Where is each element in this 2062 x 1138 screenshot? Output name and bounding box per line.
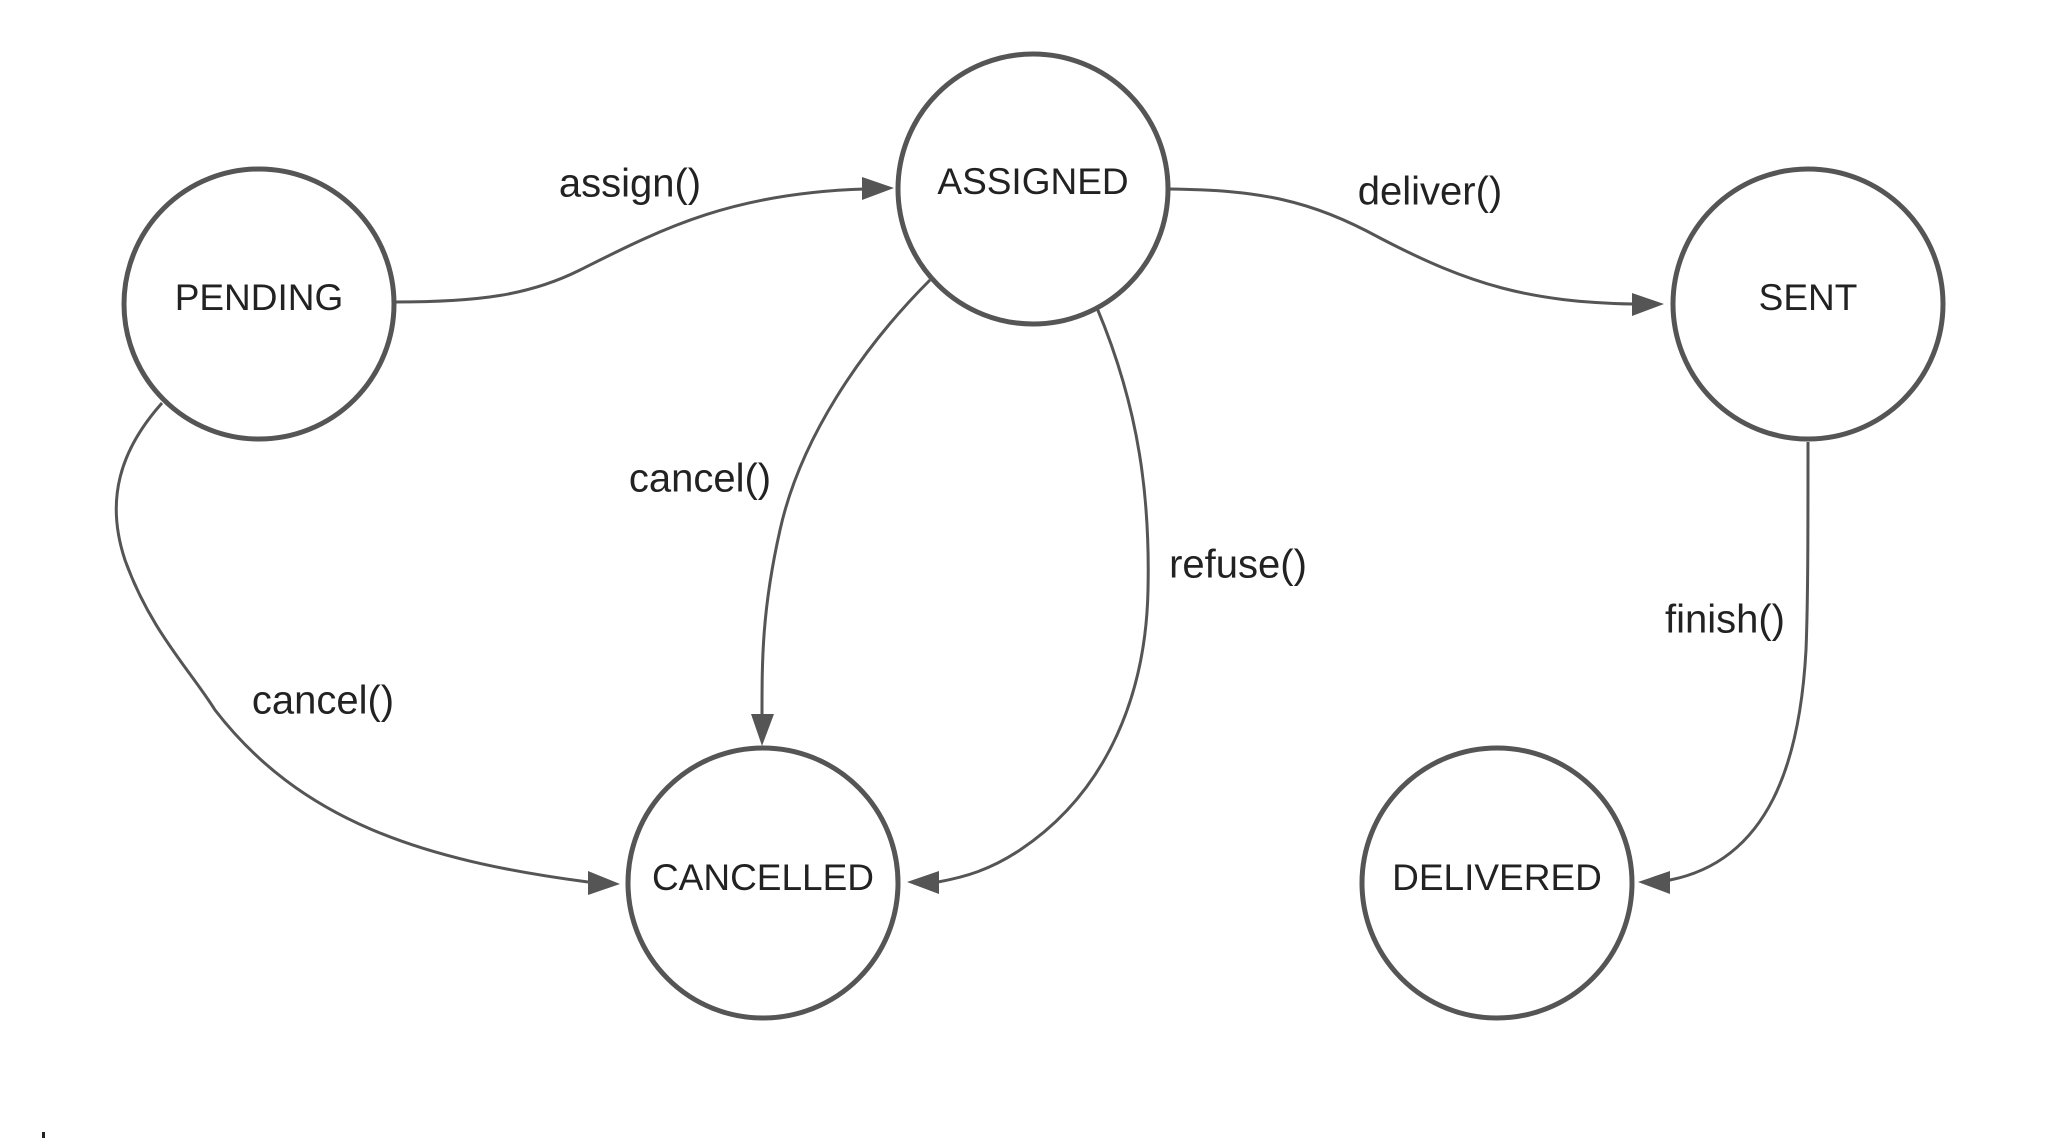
edge-label-cancel-from-assigned: cancel() [629,457,771,501]
transition-deliver: deliver() [1168,170,1664,316]
state-assigned-circle [895,51,1171,327]
transition-finish: finish() [1638,441,1810,894]
state-sent-circle [1670,166,1946,442]
stray-mark [42,1132,45,1138]
state-delivered: DELIVERED [1359,745,1635,1021]
state-pending: PENDING [121,166,397,442]
arrowhead-cancel-from-assigned [751,714,774,746]
edge-cancel-from-pending [114,402,589,884]
arrowhead-cancel-from-pending [588,871,620,895]
transition-cancel-from-pending: cancel() [114,402,620,895]
arrowhead-refuse [907,871,939,894]
state-pending-label: PENDING [175,277,344,318]
transition-assign: assign() [393,162,894,304]
arrowhead-finish [1638,871,1670,894]
state-pending-circle [121,166,397,442]
arrowhead-deliver [1632,293,1664,316]
edge-assign [393,187,866,304]
state-sent: SENT [1670,166,1946,442]
arrowhead-assign [862,177,894,200]
transition-refuse: refuse() [907,307,1307,894]
state-delivered-circle [1359,745,1635,1021]
edge-label-assign: assign() [559,162,701,206]
edge-deliver [1168,187,1634,306]
state-assigned: ASSIGNED [895,51,1171,327]
transition-cancel-from-assigned: cancel() [629,278,932,746]
edge-label-deliver: deliver() [1358,170,1502,214]
state-cancelled: CANCELLED [625,745,901,1021]
edge-label-cancel-from-pending: cancel() [252,679,394,723]
edge-refuse [937,307,1150,884]
edge-finish [1653,441,1810,883]
state-assigned-label: ASSIGNED [937,161,1128,202]
edge-label-refuse: refuse() [1169,543,1307,587]
state-delivered-label: DELIVERED [1392,857,1602,898]
edge-cancel-from-assigned [760,278,932,716]
state-cancelled-label: CANCELLED [652,857,874,898]
edge-label-finish: finish() [1665,598,1785,642]
state-cancelled-circle [625,745,901,1021]
state-sent-label: SENT [1759,277,1858,318]
